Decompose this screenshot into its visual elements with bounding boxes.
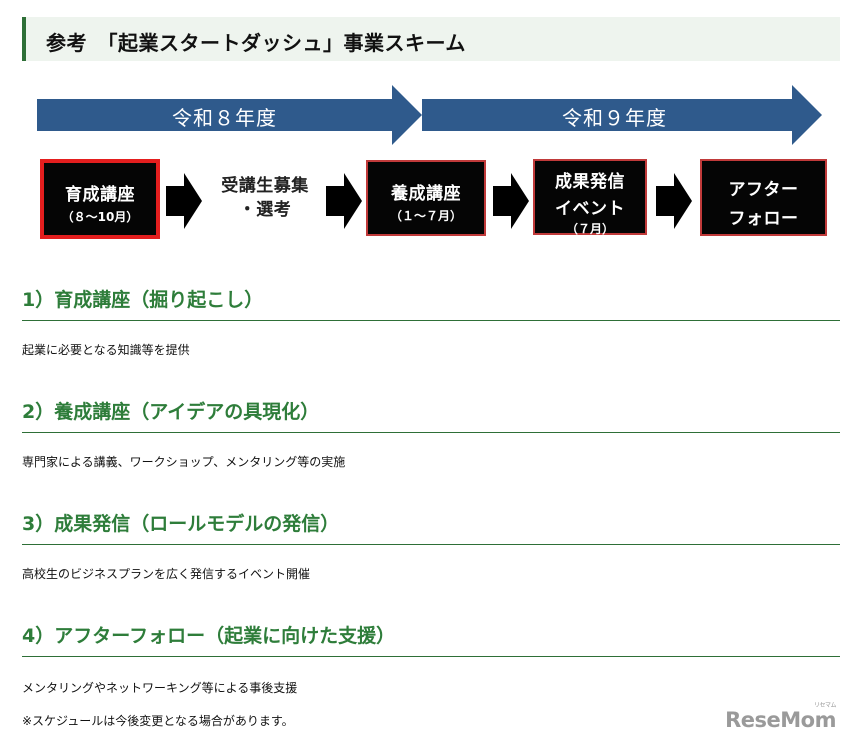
step-label: 成果発信 bbox=[555, 172, 625, 192]
timeline-label-year1: 令和８年度 bbox=[172, 106, 277, 130]
timeline-label-year2: 令和９年度 bbox=[562, 106, 667, 130]
title-bar: 参考 「起業スタートダッシュ」事業スキーム bbox=[22, 17, 840, 61]
resemom-logo: リセマム ReseMom bbox=[725, 702, 836, 732]
step-label: 受講生募集 bbox=[221, 176, 309, 196]
flow-arrow-icon bbox=[166, 173, 202, 229]
section-heading-1: 1）育成講座（掘り起こし） bbox=[22, 285, 840, 321]
step-label-2: フォロー bbox=[728, 209, 799, 229]
section-text-1: 起業に必要となる知識等を提供 bbox=[22, 343, 190, 357]
step-label: アフター bbox=[728, 180, 799, 200]
timeline-arrow-year2: 令和９年度 bbox=[422, 85, 822, 145]
page-title: 参考 「起業スタートダッシュ」事業スキーム bbox=[46, 31, 466, 55]
step-label: 養成講座 bbox=[391, 184, 461, 204]
step-label: 育成講座 bbox=[65, 185, 135, 205]
step-development-course: 養成講座 （１～７月） bbox=[366, 160, 486, 236]
step-training-course: 育成講座 （８～10月） bbox=[40, 159, 160, 239]
step-period: （１～７月） bbox=[389, 209, 462, 223]
step-label-2: ・選考 bbox=[238, 200, 292, 220]
section-heading-3: 3）成果発信（ロールモデルの発信） bbox=[22, 509, 840, 545]
step-period: （７月） bbox=[565, 222, 614, 236]
flow-arrow-icon bbox=[326, 173, 362, 229]
step-results-event: 成果発信 イベント （７月） bbox=[533, 159, 647, 236]
section-text-2: 専門家による講義、ワークショップ、メンタリング等の実施 bbox=[22, 455, 346, 469]
section-text-4: メンタリングやネットワーキング等による事後支援 bbox=[22, 681, 298, 695]
schedule-note: ※スケジュールは今後変更となる場合があります。 bbox=[22, 714, 294, 728]
logo-text: ReseMom bbox=[725, 708, 836, 732]
flow-arrow-icon bbox=[656, 173, 692, 229]
step-period: （８～10月） bbox=[61, 210, 139, 224]
step-label-2: イベント bbox=[555, 199, 625, 219]
flow-arrow-icon bbox=[493, 173, 529, 229]
logo-subtext: リセマム bbox=[813, 702, 837, 709]
timeline-arrow-year1: 令和８年度 bbox=[37, 85, 422, 145]
step-recruitment: 受講生募集 ・選考 bbox=[205, 174, 325, 222]
step-after-follow: アフター フォロー bbox=[700, 159, 827, 236]
section-heading-4: 4）アフターフォロー（起業に向けた支援） bbox=[22, 621, 840, 657]
section-text-3: 高校生のビジネスプランを広く発信するイベント開催 bbox=[22, 567, 311, 581]
section-heading-2: 2）養成講座（アイデアの具現化） bbox=[22, 397, 840, 433]
